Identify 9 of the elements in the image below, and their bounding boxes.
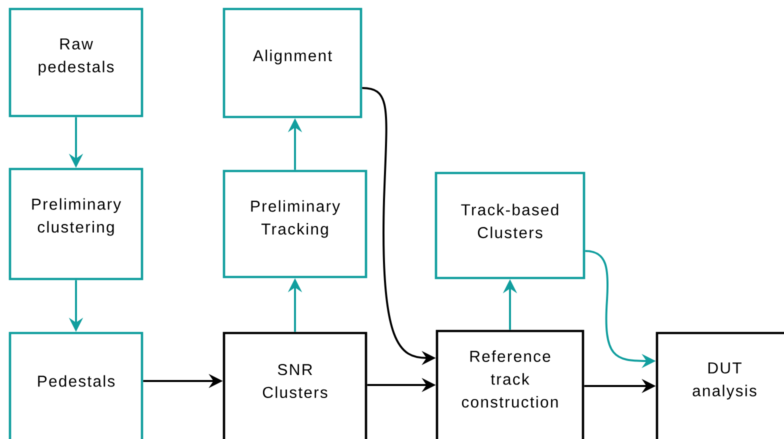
process-box: Pedestals [8,332,144,439]
process-box: Track-based Clusters [434,172,586,280]
process-box: Reference track construction [436,330,584,439]
process-box: Preliminary Tracking [222,170,368,278]
process-box: Raw pedestals [8,8,144,118]
process-box: Preliminary clustering [8,168,144,280]
process-box: DUT analysis [656,332,784,439]
process-box: Alignment [222,8,362,118]
process-box: SNR Clusters [222,332,368,439]
